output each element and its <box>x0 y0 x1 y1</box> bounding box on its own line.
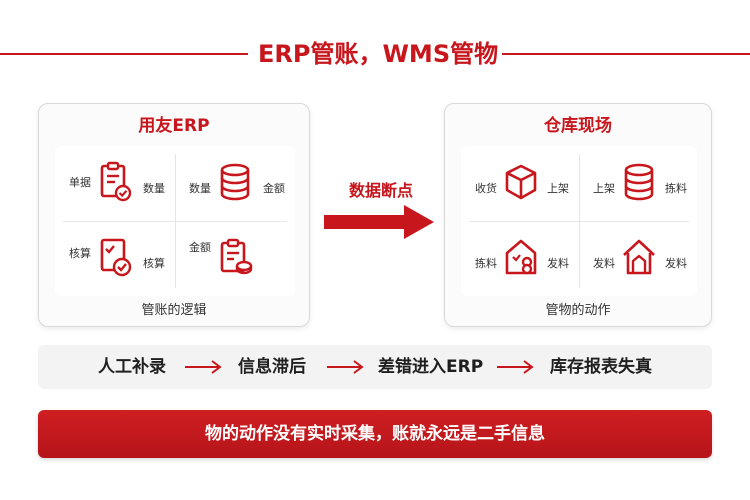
cell-label-right: 金额 <box>263 182 285 195</box>
cell-label-left: 核算 <box>69 247 91 260</box>
erp-panel-title: 用友ERP <box>138 116 210 136</box>
flow-step-manual-entry: 人工补录 <box>98 357 166 377</box>
warehouse-tag-icon <box>503 235 539 279</box>
flow-arrow-icon <box>184 359 222 375</box>
cell-label-right: 数量 <box>143 182 165 195</box>
flow-step-error-enter: 差错进入ERP <box>378 357 484 377</box>
cell-label-left: 拣料 <box>475 257 497 270</box>
grid-divider-horizontal <box>63 221 287 222</box>
title-divider-left <box>0 53 248 55</box>
consequence-flow: 人工补录 信息滞后 差错进入ERP 库存报表失真 <box>38 345 712 389</box>
grid-divider-horizontal <box>469 221 689 222</box>
cell-label-left: 数量 <box>189 182 211 195</box>
checklist-icon <box>97 235 133 279</box>
document-check-icon <box>97 160 133 204</box>
clipboard-coin-icon <box>217 235 253 279</box>
erp-cell-document: 单据 数量 <box>55 146 175 221</box>
cell-label-right: 发料 <box>665 257 687 270</box>
erp-panel-footer: 管账的逻辑 <box>141 303 207 318</box>
flow-arrow-icon <box>326 359 364 375</box>
cell-label-right: 发料 <box>547 257 569 270</box>
flow-step-info-lag: 信息滞后 <box>238 357 306 377</box>
warehouse-cell-shelve: 上架 拣料 <box>579 146 697 221</box>
warehouse-panel: 仓库现场 收货 上架 上架 拣料 拣料 发料 发料 <box>444 103 712 327</box>
warehouse-panel-title: 仓库现场 <box>544 116 612 136</box>
cell-label-left: 收货 <box>475 182 497 195</box>
cell-label-right: 上架 <box>547 182 569 195</box>
page-title: ERP管账，WMS管物 <box>258 40 499 68</box>
title-divider-right <box>502 53 750 55</box>
warehouse-cell-pick: 拣料 发料 <box>461 221 579 296</box>
erp-cell-database: 数量 金额 <box>175 146 295 221</box>
right-arrow-icon <box>322 204 436 240</box>
erp-panel: 用友ERP 单据 数量 数量 金额 核算 核算 金额 <box>38 103 310 327</box>
cell-label-right: 核算 <box>143 257 165 270</box>
database-icon <box>621 160 657 204</box>
cell-label-left: 上架 <box>593 182 615 195</box>
flow-arrow-icon <box>496 359 534 375</box>
erp-cell-checklist: 核算 核算 <box>55 221 175 296</box>
database-icon <box>217 160 253 204</box>
cell-label-left: 发料 <box>593 257 615 270</box>
warehouse-panel-footer: 管物的动作 <box>545 303 611 318</box>
conclusion-text: 物的动作没有实时采集，账就永远是二手信息 <box>205 424 545 444</box>
cell-label-left: 金额 <box>189 241 211 254</box>
warehouse-cell-receive: 收货 上架 <box>461 146 579 221</box>
erp-cell-clipboard: 金额 <box>175 221 295 296</box>
cell-label-right: 拣料 <box>665 182 687 195</box>
box-icon <box>503 160 539 204</box>
erp-grid: 单据 数量 数量 金额 核算 核算 金额 <box>55 146 295 296</box>
house-icon <box>621 235 657 279</box>
data-break-label: 数据断点 <box>348 181 413 200</box>
warehouse-grid: 收货 上架 上架 拣料 拣料 发料 发料 发料 <box>461 146 697 296</box>
conclusion-banner: 物的动作没有实时采集，账就永远是二手信息 <box>38 410 712 458</box>
cell-label-left: 单据 <box>69 176 91 189</box>
flow-step-report-distortion: 库存报表失真 <box>550 357 652 377</box>
header: ERP管账，WMS管物 <box>0 36 750 72</box>
warehouse-cell-issue: 发料 发料 <box>579 221 697 296</box>
